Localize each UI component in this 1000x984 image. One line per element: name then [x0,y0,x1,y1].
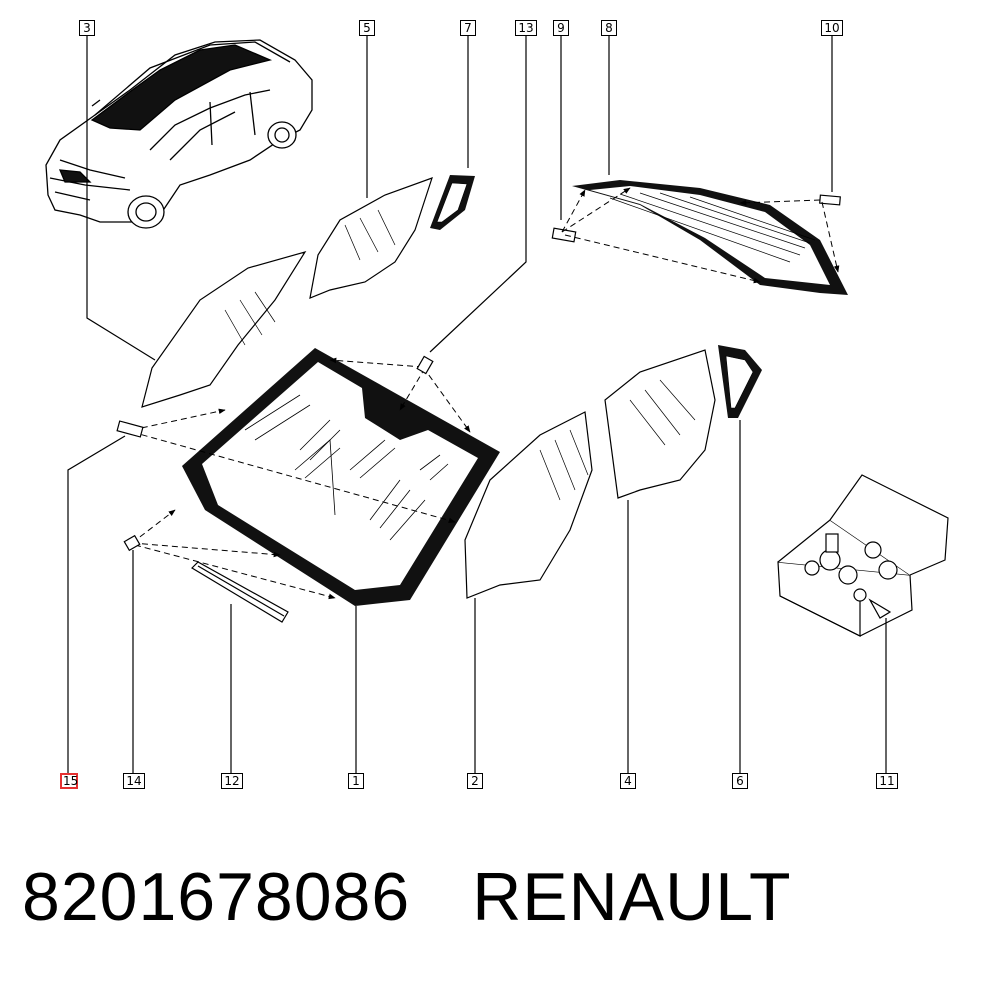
callout-4[interactable]: 4 [620,773,636,789]
car-illustration [45,39,313,229]
windshield-arrows [131,357,471,600]
callout-8[interactable]: 8 [601,20,617,36]
front-door-glass-right [464,411,593,599]
footer-caption: 8201678086 RENAULT [22,858,792,936]
rear-window [561,180,848,295]
callout-3[interactable]: 3 [79,20,95,36]
callout-15[interactable]: 15 [60,773,78,789]
leader-lines [67,36,887,774]
moulding-strip [191,561,289,623]
clip-parts [116,194,841,552]
callout-6[interactable]: 6 [732,773,748,789]
callout-1[interactable]: 1 [348,773,364,789]
windshield [182,348,500,606]
callout-11[interactable]: 11 [876,773,898,789]
callout-12[interactable]: 12 [221,773,243,789]
fitting-kit-box [777,474,949,637]
front-door-glass-left [141,251,307,408]
callout-5[interactable]: 5 [359,20,375,36]
callout-10[interactable]: 10 [821,20,843,36]
part-number: 8201678086 [22,859,411,935]
callout-2[interactable]: 2 [467,773,483,789]
quarter-glass-left [430,175,475,230]
callout-13[interactable]: 13 [515,20,537,36]
callout-7[interactable]: 7 [460,20,476,36]
callout-14[interactable]: 14 [123,773,145,789]
quarter-glass-right [718,345,762,418]
brand-name: RENAULT [472,859,792,935]
callout-9[interactable]: 9 [553,20,569,36]
rear-door-glass-right [604,349,716,499]
rear-door-glass-left [309,177,433,299]
